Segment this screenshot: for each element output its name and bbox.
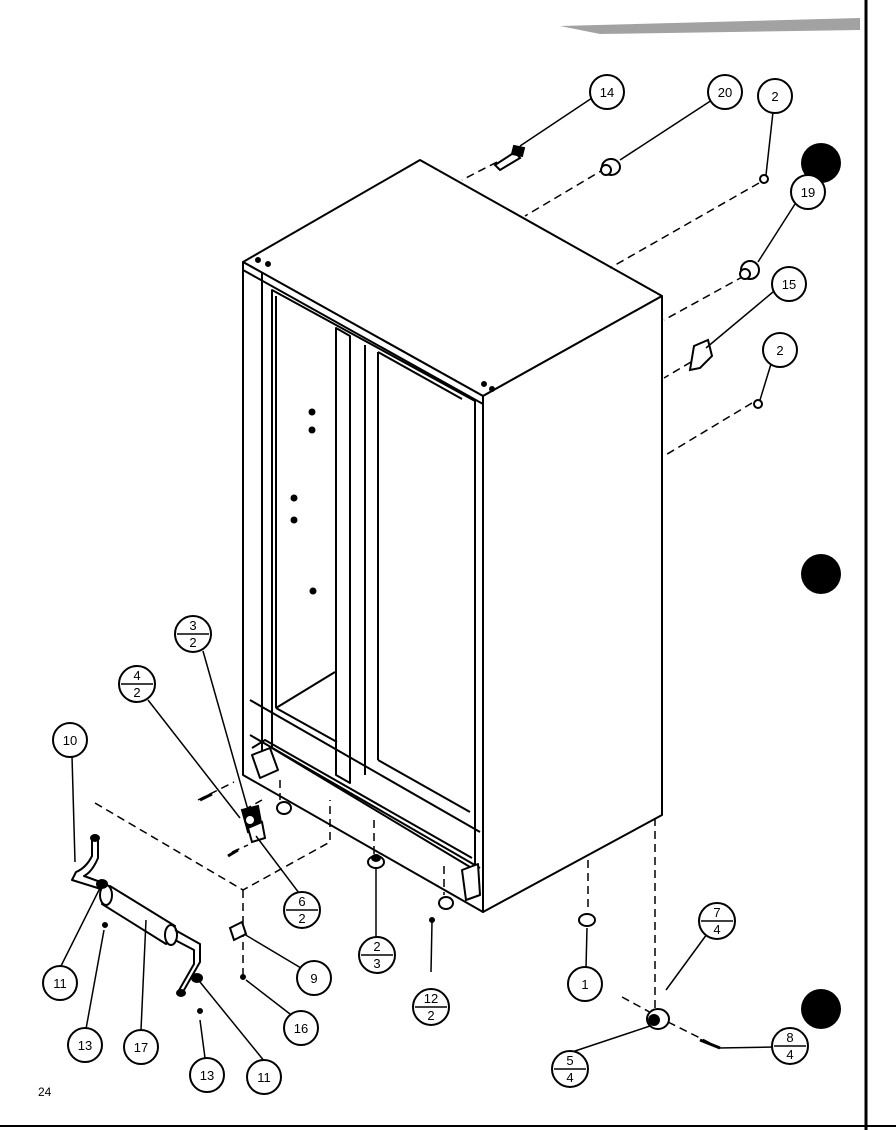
svg-text:14: 14 <box>600 85 614 100</box>
svg-text:2: 2 <box>373 939 380 954</box>
callout-12-2: 12 2 <box>412 988 450 1026</box>
svg-text:16: 16 <box>294 1021 308 1036</box>
binder-hole-icon <box>801 989 841 1029</box>
svg-text:2: 2 <box>776 343 783 358</box>
callout-leaders <box>60 97 796 1063</box>
svg-text:19: 19 <box>801 185 815 200</box>
callout-19: 19 <box>790 174 826 210</box>
callout-13-right: 13 <box>189 1057 225 1093</box>
parts <box>102 144 769 1050</box>
svg-text:4: 4 <box>133 668 140 683</box>
svg-text:4: 4 <box>566 1070 573 1085</box>
callout-6-2: 6 2 <box>283 891 321 929</box>
callout-20: 20 <box>707 74 743 110</box>
scan-noise <box>560 18 860 34</box>
svg-text:2: 2 <box>189 635 196 650</box>
binder-hole-icon <box>801 143 841 183</box>
callout-13-left: 13 <box>67 1027 103 1063</box>
svg-text:17: 17 <box>134 1040 148 1055</box>
svg-text:3: 3 <box>189 618 196 633</box>
callout-7-4: 7 4 <box>698 902 736 940</box>
page-number: 24 <box>38 1085 52 1099</box>
callout-1: 1 <box>567 966 603 1002</box>
callout-15: 15 <box>771 266 807 302</box>
svg-text:3: 3 <box>373 956 380 971</box>
svg-text:15: 15 <box>782 277 796 292</box>
callout-8-4: 8 4 <box>771 1027 809 1065</box>
svg-text:4: 4 <box>786 1047 793 1062</box>
svg-text:4: 4 <box>713 922 720 937</box>
fraction-callouts: 3 2 4 2 6 2 2 3 12 2 <box>118 615 809 1088</box>
svg-text:2: 2 <box>771 89 778 104</box>
svg-text:6: 6 <box>298 894 305 909</box>
svg-text:11: 11 <box>53 976 67 991</box>
callout-3-2: 3 2 <box>174 615 212 653</box>
callout-11-right: 11 <box>246 1059 282 1095</box>
svg-text:10: 10 <box>63 733 77 748</box>
callout-17: 17 <box>123 1029 159 1065</box>
binder-hole-icon <box>801 554 841 594</box>
svg-text:13: 13 <box>78 1038 92 1053</box>
svg-text:13: 13 <box>200 1068 214 1083</box>
water-tube-assembly <box>71 834 203 997</box>
svg-text:7: 7 <box>713 905 720 920</box>
svg-text:11: 11 <box>257 1070 271 1085</box>
callout-2-lower: 2 <box>762 332 798 368</box>
svg-text:12: 12 <box>424 991 438 1006</box>
cabinet <box>242 159 663 913</box>
callout-16: 16 <box>283 1010 319 1046</box>
callout-4-2: 4 2 <box>118 665 156 703</box>
svg-text:2: 2 <box>133 685 140 700</box>
callout-2-top: 2 <box>757 78 793 114</box>
svg-text:2: 2 <box>298 911 305 926</box>
svg-text:8: 8 <box>786 1030 793 1045</box>
callout-5-4: 5 4 <box>551 1050 589 1088</box>
callout-11-left: 11 <box>42 965 78 1001</box>
svg-text:5: 5 <box>566 1053 573 1068</box>
svg-text:1: 1 <box>581 977 588 992</box>
svg-text:9: 9 <box>310 971 317 986</box>
svg-text:2: 2 <box>427 1008 434 1023</box>
callout-2-3: 2 3 <box>358 936 396 974</box>
callout-10: 10 <box>52 722 88 758</box>
callout-bubbles: 14 20 2 19 15 2 10 11 <box>42 74 826 1095</box>
svg-text:20: 20 <box>718 85 732 100</box>
callout-14: 14 <box>589 74 625 110</box>
callout-9: 9 <box>296 960 332 996</box>
